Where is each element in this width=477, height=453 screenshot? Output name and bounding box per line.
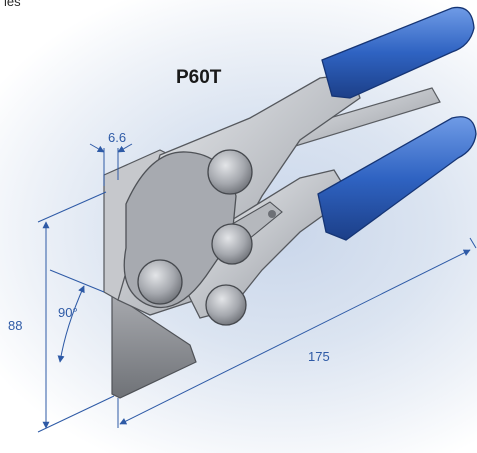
pivot-bolt-center [211,223,253,265]
cropped-heading-text: les [4,0,21,9]
thickness-label: 6.6 [108,130,127,145]
length-extension-right [469,237,477,249]
thickness-arrow-left [89,143,105,153]
height-extension-bottom [37,395,115,433]
lower-grip [317,116,477,241]
model-title: P60T [176,67,222,88]
height-label: 88 [8,318,23,333]
pivot-bolt-top [207,149,253,195]
thickness-arrow-right [117,143,133,153]
height-extension-top [37,191,107,223]
upper-grip [321,6,475,99]
small-rivet [268,210,276,218]
angle-leg [49,269,105,293]
length-label: 175 [308,349,330,364]
angle-arc [57,285,85,363]
pivot-bolt-left [137,259,183,305]
pivot-bolt-bottom [205,284,247,326]
angle-label: 90° [58,305,78,320]
length-dimension-line [119,249,471,425]
